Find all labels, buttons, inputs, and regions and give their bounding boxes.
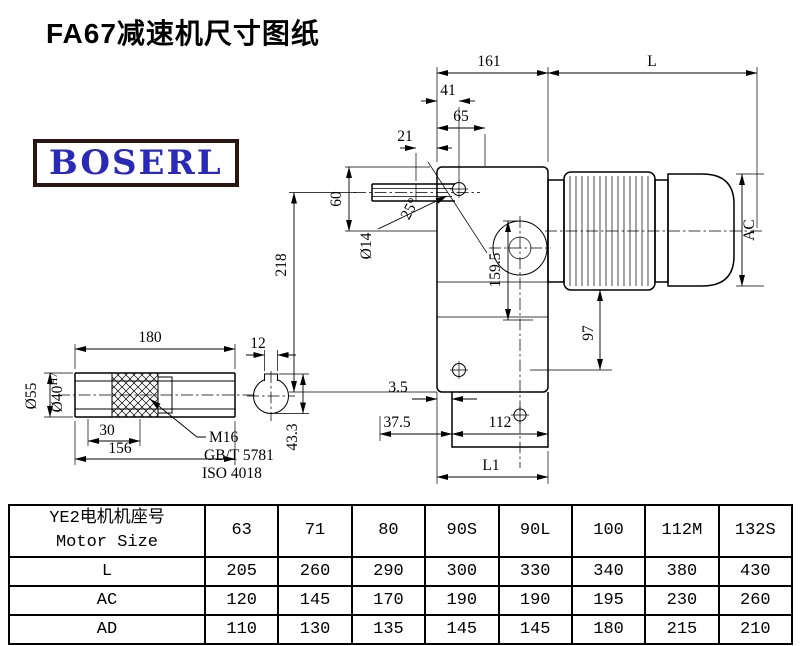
row-label: L	[8, 556, 206, 587]
dim-label-d14: Ø14	[358, 232, 375, 259]
dim-label-180: 180	[138, 329, 162, 346]
dim-label-L: L	[647, 53, 656, 70]
table-header-row: YE2电机机座号 Motor Size 63 71 80 90S 90L 100…	[8, 504, 794, 558]
end-washer	[157, 376, 173, 414]
table-cell: 330	[497, 556, 573, 587]
dim-label-21: 21	[397, 128, 413, 145]
thread-hatch-b	[111, 372, 159, 418]
keyway-section-view: 12 43.3	[246, 335, 309, 451]
dim-label-d40-tolerance: H7	[49, 373, 60, 386]
motor-dimension-table: YE2电机机座号 Motor Size 63 71 80 90S 90L 100…	[8, 504, 794, 645]
dim-label-30: 30	[99, 422, 115, 439]
thread-hatch-a	[111, 372, 159, 418]
table-cell: 380	[644, 556, 720, 587]
dim-label-35: 3.5	[388, 379, 408, 396]
brand-logo-box: BOSERL	[33, 139, 239, 187]
dim-label-12: 12	[250, 335, 266, 352]
shaft-extension-lines	[44, 344, 236, 465]
table-cell: 190	[424, 585, 500, 616]
dim-label-AC: AC	[741, 219, 758, 241]
dim-label-218: 218	[273, 253, 290, 277]
table-cell: 135	[350, 614, 427, 645]
brand-logo-text: BOSERL	[49, 143, 223, 183]
gearbox-main-view: 161 L 41 65 21 60 Ø14 218 25° 159.5 AC 9…	[273, 53, 764, 484]
dim-label-161: 161	[477, 53, 500, 70]
flange-hole-cross	[511, 406, 529, 424]
size-col-header: 132S	[717, 504, 794, 558]
dim-label-65: 65	[453, 108, 469, 125]
table-cell: 145	[277, 585, 353, 616]
table-cell: 340	[570, 556, 647, 587]
extension-lines	[289, 67, 764, 484]
table-cell: 170	[350, 585, 427, 616]
standard-label-iso: ISO 4018	[202, 465, 262, 482]
motor-fan-cowl	[667, 173, 735, 287]
dim-label-41: 41	[440, 82, 456, 99]
table-cell: 180	[570, 614, 647, 645]
table-cell: 120	[203, 585, 280, 616]
gearbox-lower-flange	[451, 392, 549, 448]
row-label: AC	[8, 585, 206, 616]
size-col-header: 71	[277, 504, 353, 558]
dim-label-97: 97	[580, 325, 597, 341]
bolt-hole-bottom-cross	[450, 361, 468, 379]
size-col-header: 90S	[424, 504, 500, 558]
bolt-hole-top-cross	[450, 180, 468, 198]
page-title: FA67减速机尺寸图纸	[46, 18, 320, 49]
standard-label-gb: GB/T 5781	[204, 447, 274, 464]
technical-drawing: 161 L 41 65 21 60 Ø14 218 25° 159.5 AC 9…	[23, 53, 764, 484]
size-col-header: 63	[203, 504, 280, 558]
table-cell: 230	[644, 585, 720, 616]
keyway-extension-lines	[264, 350, 309, 414]
housing-split-lines	[437, 281, 548, 318]
table-cell: 260	[717, 585, 794, 616]
motor-size-header-cell: YE2电机机座号 Motor Size	[8, 504, 206, 558]
table-row-L: L 205 260 290 300 330 340 380 430	[8, 556, 794, 587]
dim-label-433: 43.3	[284, 423, 301, 450]
section-centerlines	[247, 371, 295, 421]
table-cell: 110	[203, 614, 280, 645]
shaft-bore-lines	[75, 380, 235, 410]
shaft-detail-view: 180 Ø55 Ø40 H7 30 156 M16 GB/T 5781 ISO …	[23, 329, 274, 482]
table-cell: 290	[350, 556, 427, 587]
table-cell: 300	[424, 556, 500, 587]
table-row-AD: AD 110 130 135 145 145 180 215 210	[8, 614, 794, 645]
dim-label-d55: Ø55	[23, 382, 40, 409]
dim-label-375: 37.5	[383, 414, 410, 431]
size-col-header: 80	[350, 504, 427, 558]
table-cell: 145	[497, 614, 573, 645]
dim-label-112: 112	[489, 414, 512, 431]
size-col-header: 90L	[497, 504, 573, 558]
thread-label-m16: M16	[209, 429, 239, 446]
dim-label-159: 159.5	[487, 252, 504, 287]
dim-label-60: 60	[328, 191, 345, 207]
dim-label-d40: Ø40	[49, 385, 66, 412]
table-cell: 195	[570, 585, 647, 616]
table-cell: 430	[717, 556, 794, 587]
table-cell: 260	[277, 556, 353, 587]
dim-label-156: 156	[108, 440, 132, 457]
table-cell: 215	[644, 614, 720, 645]
size-col-header: 100	[570, 504, 647, 558]
table-row-AC: AC 120 145 170 190 190 195 230 260	[8, 585, 794, 616]
table-cell: 130	[277, 614, 353, 645]
angle-construction-line	[427, 161, 488, 254]
motor-size-header-cn: YE2电机机座号	[49, 509, 165, 528]
dim-label-L1: L1	[482, 457, 499, 474]
motor-size-header-en: Motor Size	[55, 533, 159, 552]
table-cell: 210	[717, 614, 794, 645]
leader-line-m16	[149, 398, 206, 438]
table-cell: 145	[424, 614, 500, 645]
table-cell: 190	[497, 585, 573, 616]
table-cell: 205	[203, 556, 280, 587]
row-label: AD	[8, 614, 206, 645]
size-col-header: 112M	[644, 504, 720, 558]
leader-line-d14	[377, 195, 448, 230]
